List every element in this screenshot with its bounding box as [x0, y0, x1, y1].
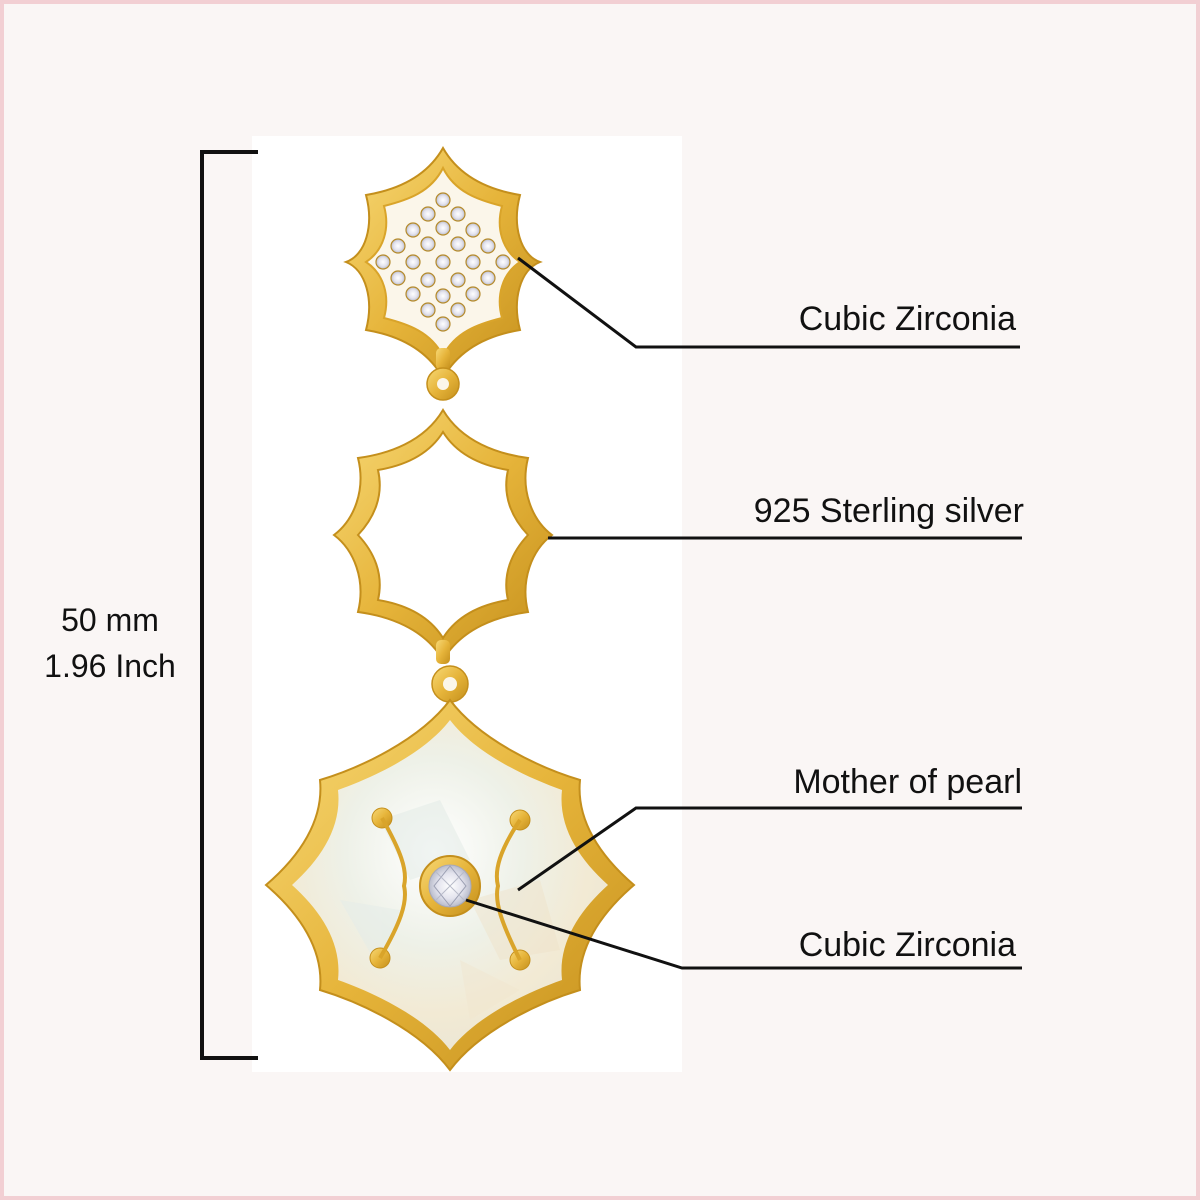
dimension-mm-label: 50 mm: [61, 602, 159, 638]
center-stone: [419, 855, 481, 917]
link-quatrefoil: [332, 408, 554, 662]
leader-line-center-stone: [465, 898, 1022, 970]
leader-line-stud: [517, 256, 1020, 349]
dimension-bracket: [200, 150, 258, 1060]
callout-label-inlay: Mother of pearl: [793, 763, 1022, 801]
jump-ring-lower: [431, 640, 469, 703]
callout-label-link: 925 Sterling silver: [753, 492, 1024, 530]
jump-ring-upper: [426, 348, 460, 401]
callout-label-stud: Cubic Zirconia: [798, 300, 1016, 338]
stud-quatrefoil: [343, 145, 543, 381]
leader-line-inlay: [517, 806, 1022, 892]
dimension-inch-label: 1.96 Inch: [44, 648, 176, 684]
pearl-quatrefoil: [264, 698, 636, 1072]
callout-label-center-stone: Cubic Zirconia: [798, 926, 1016, 964]
